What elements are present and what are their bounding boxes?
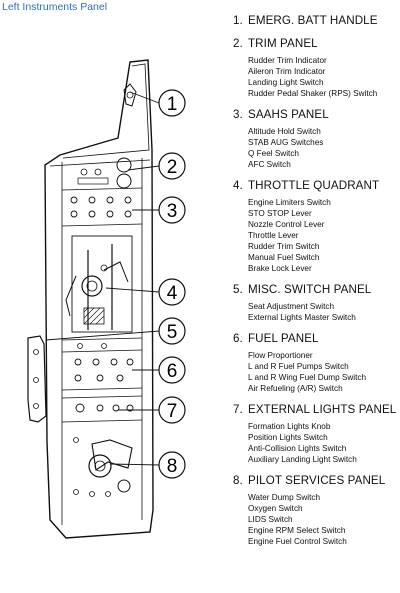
section-title-text: TRIM PANEL [248, 37, 318, 50]
section-trim-panel: 2. TRIM PANEL Rudder Trim Indicator Ailer… [233, 37, 399, 99]
list-item: STO STOP Lever [248, 209, 312, 218]
svg-text:1: 1 [167, 94, 178, 115]
list-item: Aileron Trim Indicator [248, 67, 326, 76]
callout-4: 4 [158, 278, 186, 306]
svg-text:2: 2 [167, 157, 178, 178]
section-external-lights-panel: 7. EXTERNAL LIGHTS PANEL Formation Lights… [233, 403, 399, 465]
pilot-services-panel-drawing [73, 437, 133, 497]
list-item: Formation Lights Knob [248, 422, 331, 431]
section-saahs-panel: 3. SAAHS PANEL Altitude Hold Switch STAB … [233, 108, 399, 170]
list-item: Rudder Trim Switch [248, 242, 320, 251]
callout-1: 1 [158, 89, 186, 117]
svg-text:8: 8 [167, 456, 178, 477]
section-title-text: EMERG. BATT HANDLE [248, 14, 378, 27]
list-item: Seat Adjustment Switch [248, 302, 335, 311]
console-outline [44, 59, 154, 539]
list-item: Landing Light Switch [248, 78, 324, 87]
list-item: Q Feel Switch [248, 149, 299, 158]
svg-text:5: 5 [167, 322, 178, 343]
section-pilot-services-panel: 8. PILOT SERVICES PANEL Water Dump Switch… [233, 474, 399, 547]
section-number: 6. [233, 332, 243, 345]
svg-text:4: 4 [167, 283, 178, 304]
section-fuel-panel: 6. FUEL PANEL Flow Proportioner L and R F… [233, 332, 399, 394]
list-item: L and R Fuel Pumps Switch [248, 362, 349, 371]
section-title: 1. EMERG. BATT HANDLE [233, 14, 399, 28]
list-item: LIDS Switch [248, 515, 293, 524]
trim-panel-drawing [77, 157, 132, 189]
side-handle-drawing [27, 335, 47, 423]
list-item: Rudder Trim Indicator [248, 56, 327, 65]
section-title: 6. FUEL PANEL [233, 332, 399, 346]
list-item: Oxygen Switch [248, 504, 303, 513]
list-item: Throttle Lever [248, 231, 299, 240]
section-number: 3. [233, 108, 243, 121]
callout-6: 6 [158, 356, 186, 384]
section-title: 2. TRIM PANEL [233, 37, 399, 51]
list-item: Rudder Pedal Shaker (RPS) Switch [248, 89, 378, 98]
list-item: Engine RPM Select Switch [248, 526, 346, 535]
misc-switch-panel-drawing [77, 343, 107, 349]
list-item: Engine Limiters Switch [248, 198, 331, 207]
section-throttle-quadrant: 4. THROTTLE QUADRANT Engine Limiters Swit… [233, 179, 399, 274]
section-number: 4. [233, 179, 243, 192]
section-title-text: FUEL PANEL [248, 332, 319, 345]
callout-2: 2 [158, 152, 186, 180]
section-title: 5. MISC. SWITCH PANEL [233, 283, 399, 297]
leader-lines [45, 91, 160, 466]
section-title: 8. PILOT SERVICES PANEL [233, 474, 399, 488]
svg-text:7: 7 [167, 401, 178, 422]
section-title: 7. EXTERNAL LIGHTS PANEL [233, 403, 399, 417]
list-item: Brake Lock Lever [248, 264, 312, 273]
section-title-text: MISC. SWITCH PANEL [248, 283, 372, 296]
fuel-panel-drawing [74, 358, 134, 382]
section-number: 7. [233, 403, 243, 416]
panel-diagram: 1 2 3 4 5 6 7 8 [27, 59, 186, 539]
section-list: 1. EMERG. BATT HANDLE 2. TRIM PANEL Rudder… [233, 14, 399, 556]
list-item: Anti-Collision Lights Switch [248, 444, 347, 453]
callout-7: 7 [158, 396, 186, 424]
svg-text:3: 3 [167, 201, 178, 222]
section-number: 5. [233, 283, 243, 296]
callout-8: 8 [158, 451, 186, 479]
external-lights-panel-drawing [75, 403, 134, 413]
list-item: L and R Wing Fuel Dump Switch [248, 373, 367, 382]
list-item: External Lights Master Switch [248, 313, 356, 322]
list-item: Position Lights Switch [248, 433, 328, 442]
list-item: AFC Switch [248, 160, 291, 169]
list-item: Engine Fuel Control Switch [248, 537, 347, 546]
list-item: Flow Proportioner [248, 351, 313, 360]
list-item: Nozzle Control Lever [248, 220, 325, 229]
section-title-text: EXTERNAL LIGHTS PANEL [248, 403, 397, 416]
throttle-quadrant-drawing [65, 235, 133, 333]
callout-5: 5 [158, 317, 186, 345]
list-item: Water Dump Switch [248, 493, 321, 502]
section-title-text: PILOT SERVICES PANEL [248, 474, 386, 487]
list-item: Altitude Hold Switch [248, 127, 321, 136]
section-title: 3. SAAHS PANEL [233, 108, 399, 122]
section-misc-switch-panel: 5. MISC. SWITCH PANEL Seat Adjustment Swi… [233, 283, 399, 323]
section-title: 4. THROTTLE QUADRANT [233, 179, 399, 193]
section-number: 8. [233, 474, 243, 487]
section-title-text: SAAHS PANEL [248, 108, 329, 121]
list-item: Auxiliary Landing Light Switch [248, 455, 357, 464]
callout-3: 3 [158, 196, 186, 224]
saahs-panel-drawing [70, 196, 132, 218]
list-item: STAB AUG Switches [248, 138, 324, 147]
page-title: Left Instruments Panel [2, 1, 108, 13]
section-emerg-batt: 1. EMERG. BATT HANDLE [233, 14, 399, 28]
list-item: Air Refueling (A/R) Switch [248, 384, 343, 393]
section-number: 2. [233, 37, 243, 50]
list-item: Manual Fuel Switch [248, 253, 320, 262]
section-title-text: THROTTLE QUADRANT [248, 179, 380, 192]
section-number: 1. [233, 14, 243, 27]
svg-text:6: 6 [167, 361, 178, 382]
